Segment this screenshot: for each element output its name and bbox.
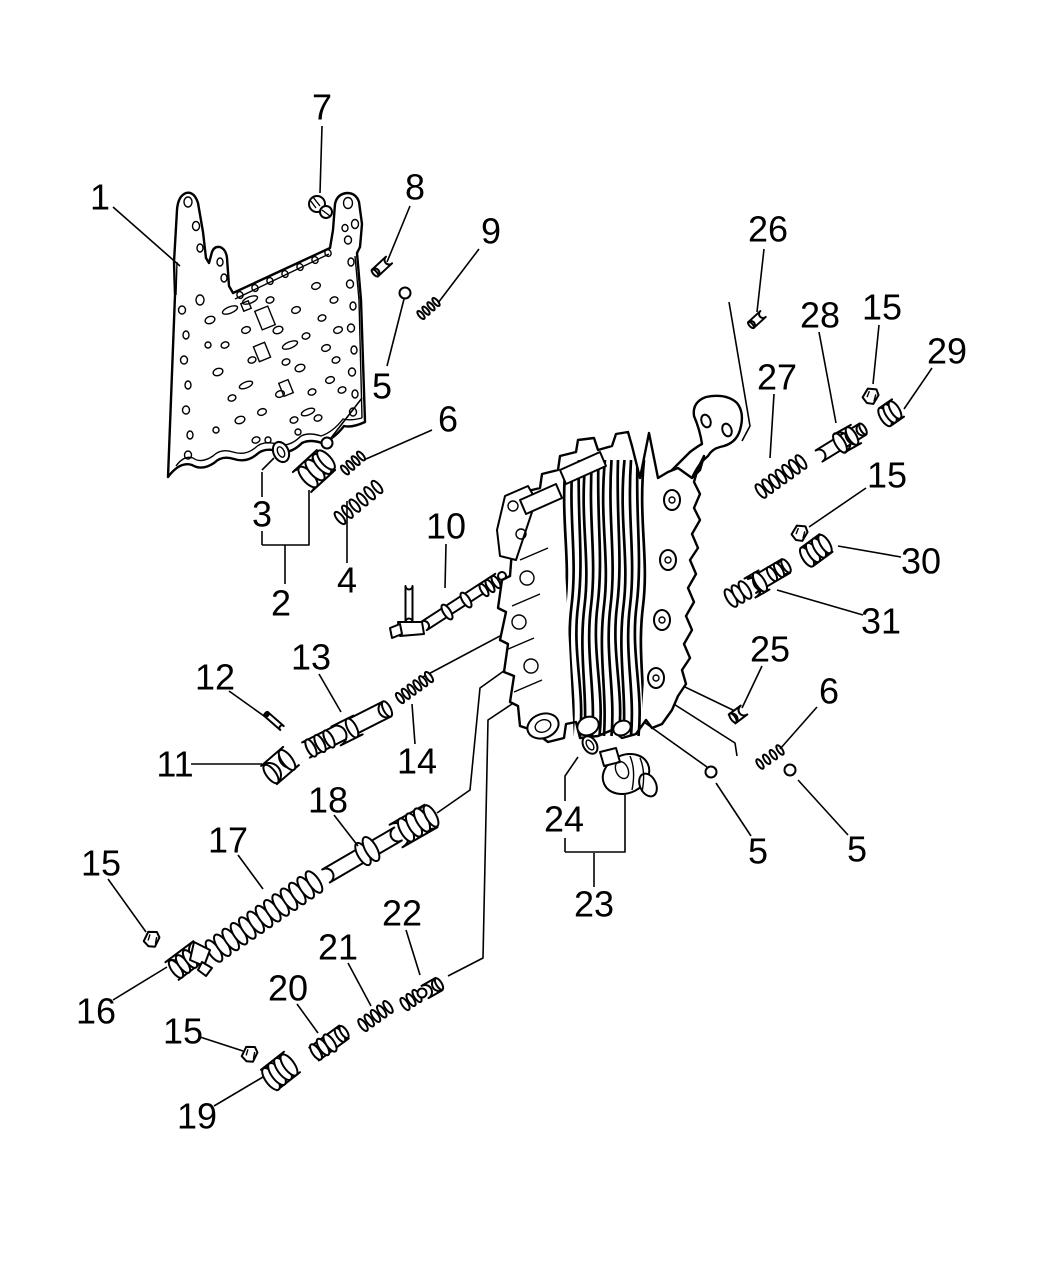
part-20-valve [308, 1024, 350, 1062]
callout-14: 14 [397, 741, 437, 782]
part-5-check-ball [783, 763, 797, 777]
part-24-o-ring [581, 735, 599, 755]
part-13-valve [301, 700, 394, 759]
part-5-check-ball [320, 436, 334, 450]
callout-25: 25 [750, 629, 790, 670]
part-8-pin [370, 255, 394, 278]
callout-31: 31 [861, 601, 901, 642]
callout-19: 19 [177, 1096, 217, 1137]
callout-23: 23 [574, 884, 614, 925]
part-29-end-plug [877, 398, 905, 428]
callout-6: 6 [819, 671, 839, 712]
callout-5: 5 [847, 829, 867, 870]
callout-2: 2 [271, 583, 291, 624]
callout-7: 7 [312, 87, 332, 128]
part-2-plug [291, 449, 337, 493]
callout-18: 18 [308, 780, 348, 821]
part-14-spring [394, 670, 435, 705]
callout-1: 1 [90, 177, 110, 218]
callout-17: 17 [208, 820, 248, 861]
part-1-separator-plate [166, 191, 367, 479]
callout-11: 11 [156, 744, 193, 785]
part-30-end-plug [798, 533, 834, 568]
plate-holes [177, 196, 360, 460]
callout-15: 15 [81, 843, 121, 884]
part-5-check-ball [704, 765, 718, 779]
part-15-clip [861, 387, 880, 405]
part-9-spring [416, 296, 441, 321]
callout-5: 5 [748, 831, 768, 872]
callout-12: 12 [195, 657, 235, 698]
callout-22: 22 [382, 893, 422, 934]
part-15-clip [240, 1045, 259, 1063]
callout-13: 13 [291, 637, 331, 678]
callout-5: 5 [372, 366, 392, 407]
valve-body-casting [496, 394, 744, 744]
callout-16: 16 [76, 991, 116, 1032]
part-26-pin [747, 310, 767, 330]
callout-29: 29 [927, 331, 967, 372]
part-31-valve [723, 558, 792, 608]
callout-4: 4 [337, 560, 357, 601]
part-16-adjuster [164, 940, 213, 981]
part-7-bolt [308, 195, 333, 219]
part-18-valve [321, 803, 440, 884]
part-5-check-ball [398, 286, 412, 300]
part-6-spring [339, 450, 367, 476]
part-22-valve [399, 976, 445, 1012]
part-6-spring [755, 744, 785, 770]
part-10-shaft-assembly [389, 571, 507, 639]
callout-24: 24 [544, 799, 584, 840]
callout-9: 9 [481, 211, 501, 252]
callout-10: 10 [426, 506, 466, 547]
part-17-spring [204, 870, 324, 963]
callout-3: 3 [252, 494, 272, 535]
part-4-spring [333, 479, 384, 526]
callout-15: 15 [163, 1011, 203, 1052]
callout-27: 27 [757, 357, 797, 398]
valve-body-details [496, 451, 681, 740]
part-15-clip [790, 524, 809, 542]
part-27-spring [754, 454, 808, 499]
callout-28: 28 [800, 295, 840, 336]
part-25-sleeve-pin [727, 704, 749, 725]
part-21-spring [357, 1000, 394, 1032]
callout-15: 15 [862, 287, 902, 328]
callout-leader-lines [107, 125, 933, 1107]
callout-15: 15 [867, 455, 907, 496]
part-3-o-ring [271, 440, 291, 464]
part-12-pin [263, 710, 285, 731]
part-11-sleeve [260, 745, 300, 786]
callout-8: 8 [405, 167, 425, 208]
callout-6: 6 [438, 399, 458, 440]
callout-30: 30 [901, 541, 941, 582]
part-15-clip [142, 930, 161, 948]
callout-21: 21 [318, 927, 358, 968]
callout-26: 26 [748, 209, 788, 250]
part-19-plug [259, 1050, 302, 1092]
part-28-valve [814, 422, 868, 463]
part-23-solenoid [599, 747, 658, 798]
callout-20: 20 [268, 968, 308, 1009]
